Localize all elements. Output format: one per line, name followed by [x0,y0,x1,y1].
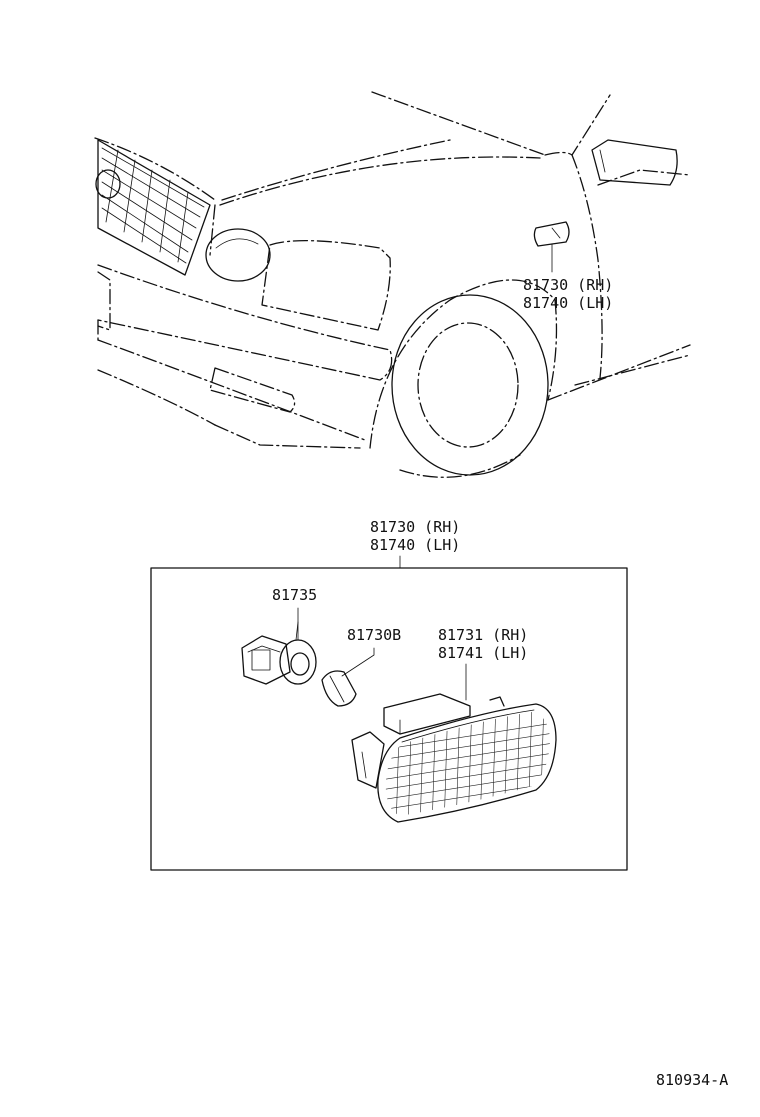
car-callout-lh-label: 81740 (LH) [523,294,613,312]
bulb-part-label: 81730B [347,626,401,644]
bulb-socket-part [241,621,317,685]
socket-part-label: 81735 [272,586,317,604]
lens-part-lh-label: 81741 (LH) [438,644,528,662]
bulb-part [321,670,357,707]
car-front-illustration [94,91,691,478]
assembly-callout-rh-label: 81730 (RH) [370,518,460,536]
exploded-view-frame [150,567,628,871]
assembly-callout-lh-label: 81740 (LH) [370,536,460,554]
lens-housing-part [351,693,557,823]
bulb-leader-line [341,647,375,677]
figure-code-label: 810934-A [656,1071,728,1089]
lens-part-rh-label: 81731 (RH) [438,626,528,644]
car-callout-rh-label: 81730 (RH) [523,276,613,294]
